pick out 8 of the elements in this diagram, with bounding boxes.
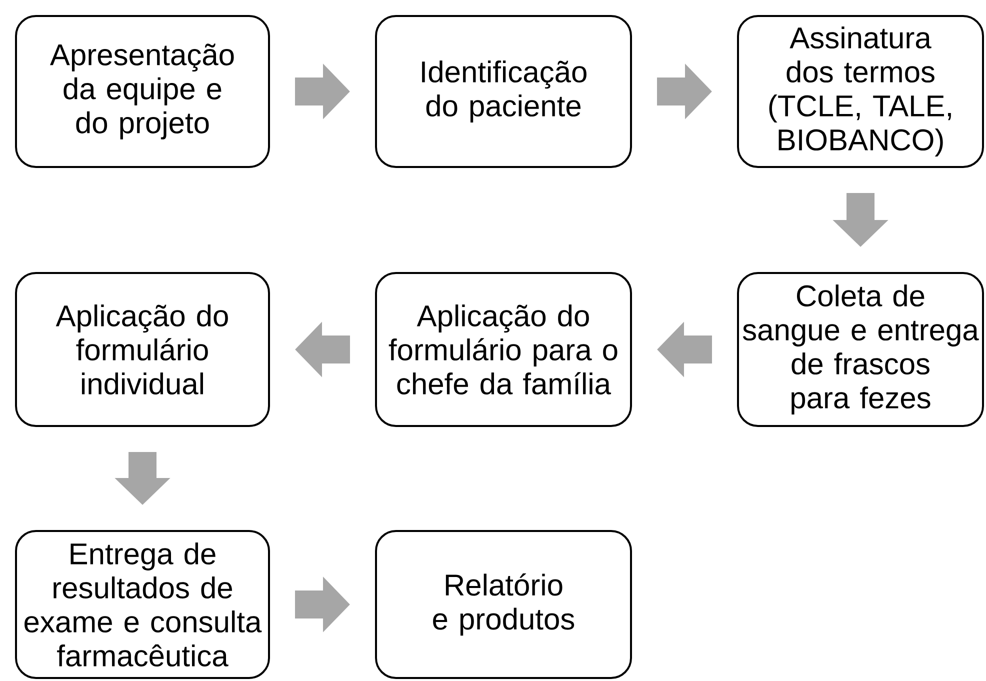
process-box: Assinatura dos termos (TCLE, TALE, BIOBANCO) [737,15,984,168]
process-box: Entrega de resultados de exame e consulta farmacêutica [15,530,270,679]
process-box: Identificação do paciente [375,15,632,168]
process-box: Apresentação da equipe e do projeto [15,15,270,168]
process-box: Aplicação do formulário para o chefe da família [375,272,632,427]
process-box: Aplicação do formulário individual [15,272,270,427]
process-box: Coleta de sangue e entrega de frascos para fezes [737,272,984,427]
process-box: Relatório e produtos [375,530,632,679]
